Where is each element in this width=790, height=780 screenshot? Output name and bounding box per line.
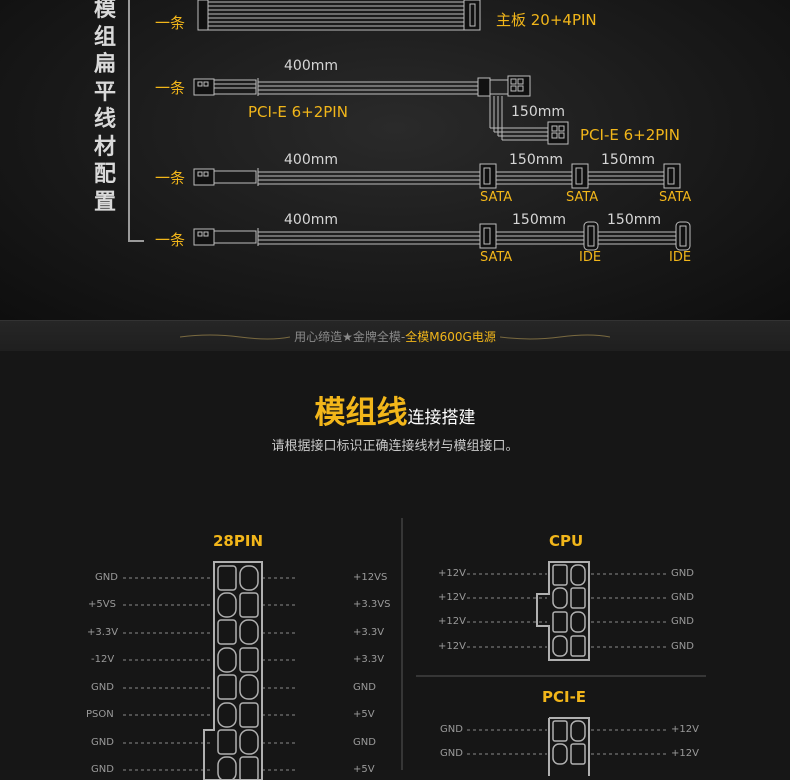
title-char: 置 <box>93 189 116 215</box>
pin28-left-label: GND <box>95 572 118 583</box>
pin28-right-label: +3.3V <box>353 654 385 665</box>
pcie-branch-label: PCI-E 6+2PIN <box>580 126 680 144</box>
title-char: 配 <box>93 162 116 187</box>
row4-segment-length: 150mm <box>512 212 566 228</box>
motherboard-cable <box>197 0 481 31</box>
row4-count: 一条 <box>155 231 186 249</box>
cpu-right-label: GND <box>671 641 694 652</box>
title-char: 材 <box>93 134 116 160</box>
row3-length: 400mm <box>284 152 338 168</box>
sata-plug-label: SATA <box>480 250 513 265</box>
row3-segment-length: 150mm <box>601 152 655 168</box>
title-char: 平 <box>93 79 116 105</box>
row2-count: 一条 <box>155 79 186 97</box>
cpu-right-label: GND <box>671 568 694 579</box>
pcie-diagram <box>467 717 669 776</box>
pcie-branch-length: 150mm <box>511 104 565 120</box>
sata-plug-label: SATA <box>659 190 692 205</box>
title-char: 线 <box>93 107 116 132</box>
motherboard-connector-label: 主板 20+4PIN <box>496 11 597 29</box>
cpu-left-label: +12V <box>438 568 466 579</box>
ide-plug-label: IDE <box>579 250 602 265</box>
pin28-left-label: +3.3V <box>87 627 119 638</box>
pcie-connector-label: PCI-E 6+2PIN <box>248 103 348 121</box>
pin28-left-label: -12V <box>91 654 115 665</box>
section-subtitle: 请根据接口标识正确连接线材与模组接口。 <box>271 439 519 454</box>
cpu-left-label: +12V <box>438 616 466 627</box>
pin28-left-label: GND <box>91 737 114 748</box>
cpu-left-label: +12V <box>438 641 466 652</box>
pcie-title: PCI-E <box>542 688 587 706</box>
cpu-diagram <box>467 561 669 661</box>
sata-plug-label: SATA <box>480 190 513 205</box>
title-char: 模 <box>93 0 116 22</box>
title-char: 扁 <box>93 52 116 77</box>
slogan-strip: 用心缔造★金牌全模-全模M600G电源 <box>0 320 790 352</box>
row3-segment-length: 150mm <box>509 152 563 168</box>
cable-config-vertical-title: 模 组 扁 平 线 材 配 置 <box>92 0 118 216</box>
cpu-title: CPU <box>549 532 584 550</box>
row1-count: 一条 <box>155 14 186 32</box>
slogan-highlight: 全模M600G电源 <box>405 330 496 344</box>
pcie-left-label: GND <box>440 724 463 735</box>
pcie-right-label: +12V <box>671 748 699 759</box>
pin28-right-label: +3.3V <box>353 627 385 638</box>
panel-dividers <box>401 518 706 770</box>
cable-diagram <box>193 0 691 251</box>
pin28-right-label: +3.3VS <box>353 599 391 610</box>
ornament-right-icon <box>500 334 610 340</box>
row4-segment-length: 150mm <box>607 212 661 228</box>
pin28-right-label: +12VS <box>353 572 388 583</box>
pin28-right-label: GND <box>353 682 376 693</box>
row4-length: 400mm <box>284 212 338 228</box>
cable-config-panel: 模 组 扁 平 线 材 配 置 <box>0 0 790 320</box>
row2-length: 400mm <box>284 58 338 74</box>
bracket-line <box>128 0 144 242</box>
ornament-left-icon <box>180 334 290 340</box>
pin28-left-label: +5VS <box>88 599 116 610</box>
cpu-right-label: GND <box>671 616 694 627</box>
section-title: 模组线连接搭建 <box>0 387 790 432</box>
pcie-cable <box>193 75 569 145</box>
slogan: 用心缔造★金牌全模-全模M600G电源 <box>0 328 790 345</box>
sata-cable <box>193 163 681 189</box>
pcie-left-label: GND <box>440 748 463 759</box>
cpu-left-label: +12V <box>438 592 466 603</box>
sata-plug-label: SATA <box>566 190 599 205</box>
section-title-small: 连接搭建 <box>407 408 476 428</box>
pin28-title: 28PIN <box>213 532 264 550</box>
pin28-left-label: GND <box>91 682 114 693</box>
pin28-left-label: PSON <box>86 709 114 720</box>
connection-panel <box>0 351 790 770</box>
cpu-right-label: GND <box>671 592 694 603</box>
title-char: 组 <box>93 24 116 50</box>
pin28-right-label: +5V <box>353 709 375 720</box>
row3-count: 一条 <box>155 169 186 187</box>
pcie-right-label: +12V <box>671 724 699 735</box>
pin28-diagram <box>123 561 298 780</box>
slogan-prefix: 用心缔造★金牌全模- <box>294 330 406 344</box>
ide-plug-label: IDE <box>669 250 692 265</box>
sata-ide-cable <box>193 221 691 251</box>
pin28-right-label: GND <box>353 737 376 748</box>
section-title-big: 模组线 <box>314 395 408 431</box>
